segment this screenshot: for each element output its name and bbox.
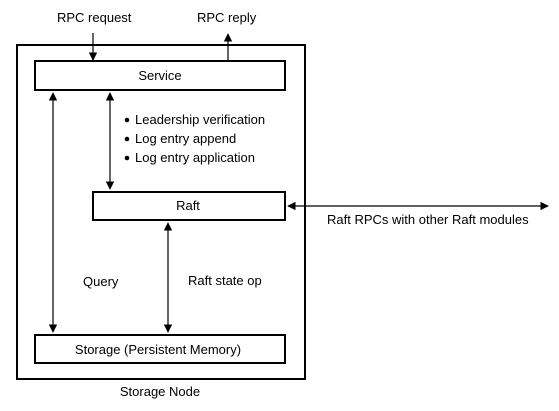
rpc-reply-label: RPC reply [197, 10, 257, 25]
service-label: Service [138, 68, 181, 83]
raft-box [92, 191, 286, 221]
bullet-dot [124, 136, 130, 142]
bullet-dot [124, 117, 130, 123]
storage-box [34, 334, 286, 364]
storage-node-box [16, 44, 306, 380]
bullet-log-entry-application: Log entry application [135, 150, 255, 165]
raft-state-op-label: Raft state op [188, 273, 262, 288]
raft-rpcs-label: Raft RPCs with other Raft modules [327, 212, 529, 227]
service-box [34, 60, 286, 91]
bullet-log-entry-append: Log entry append [135, 131, 236, 146]
bullet-leadership-verification: Leadership verification [135, 112, 265, 127]
query-label: Query [83, 274, 119, 289]
bullet-dot [124, 155, 130, 161]
rpc-request-label: RPC request [57, 10, 132, 25]
storage-label: Storage (Persistent Memory) [75, 342, 241, 357]
raft-label: Raft [176, 198, 200, 213]
storage-node-label: Storage Node [120, 384, 200, 399]
